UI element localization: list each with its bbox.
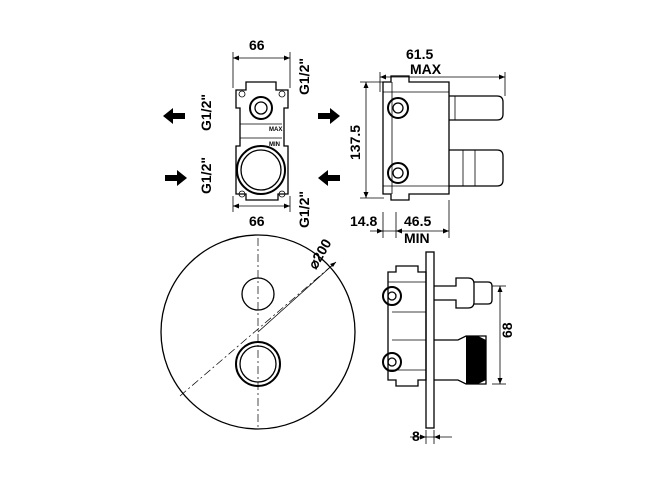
marking-min: MIN bbox=[269, 142, 280, 148]
dim-width-top: 66 bbox=[249, 37, 265, 53]
dim-plate-thickness: 8 bbox=[412, 428, 420, 444]
dim-height: 137.5 bbox=[347, 125, 363, 160]
top-front-view: 66 MAX MIN 66 G1/2" G1/2" G1/2" G1/2" bbox=[163, 37, 340, 229]
arrow-inlet-left-icon bbox=[165, 170, 187, 186]
dim-depth-max-label: MAX bbox=[410, 61, 442, 77]
marking-max: MAX bbox=[269, 127, 282, 133]
dim-handle-offset: 68 bbox=[499, 322, 515, 338]
dim-width-bottom: 66 bbox=[249, 213, 265, 229]
dim-depth-min-label: MIN bbox=[404, 230, 430, 246]
thread-label-bottom-right: G1/2" bbox=[296, 191, 312, 228]
bottom-side-view: 68 8 bbox=[382, 251, 515, 444]
dim-depth-max-value: 61.5 bbox=[406, 46, 433, 62]
top-side-view: 61.5 MAX 137.5 14.8 46.5 MI bbox=[347, 46, 506, 246]
arrow-inlet-right-icon bbox=[318, 170, 340, 186]
thread-label-left-inlet: G1/2" bbox=[198, 157, 214, 194]
dim-depth-min-value: 46.5 bbox=[404, 213, 431, 229]
bottom-front-view: ⌀200 bbox=[160, 234, 356, 430]
thread-label-top-right: G1/2" bbox=[296, 58, 312, 95]
arrow-outlet-left-icon bbox=[163, 108, 185, 124]
dim-offset: 14.8 bbox=[350, 213, 377, 229]
dim-diameter: ⌀200 bbox=[305, 236, 335, 272]
thread-label-left-outlet: G1/2" bbox=[198, 94, 214, 131]
arrow-outlet-right-icon bbox=[318, 108, 340, 124]
